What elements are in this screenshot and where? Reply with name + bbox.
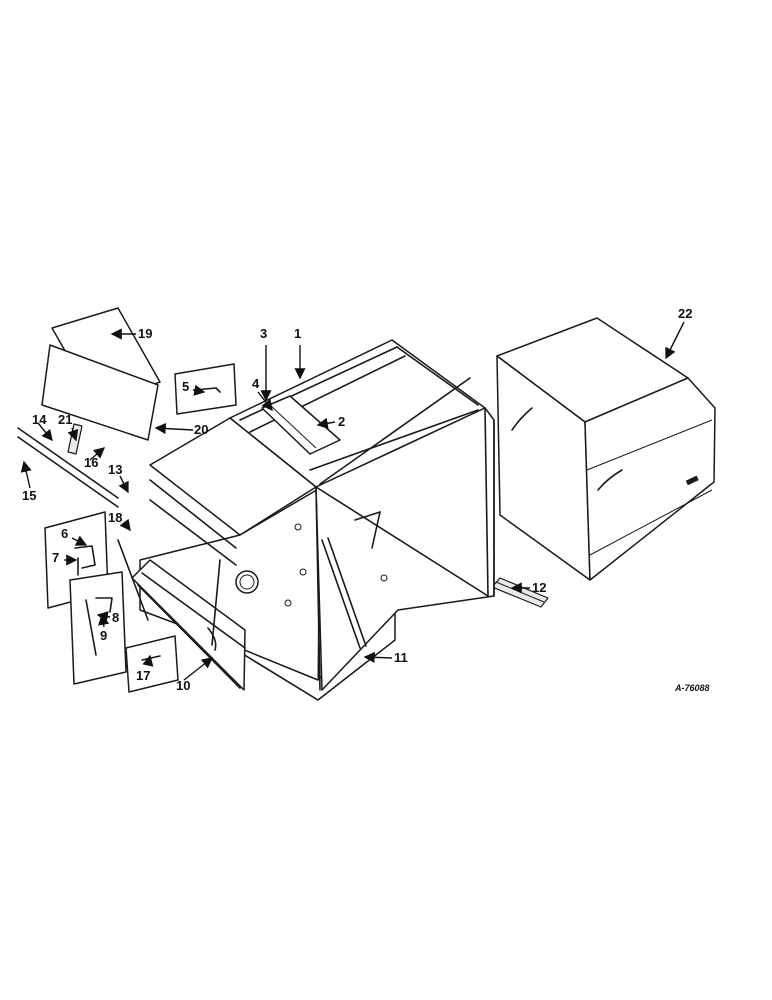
callout-19: 19 [138, 326, 152, 341]
callout-14: 14 [32, 412, 47, 427]
callout-labels: 1 2 3 4 5 6 7 8 9 10 11 12 13 14 15 16 1… [22, 306, 710, 693]
callout-11: 11 [394, 650, 408, 665]
inset-part-17 [125, 635, 179, 693]
callout-17: 17 [136, 668, 150, 683]
callout-1: 1 [294, 326, 301, 341]
callout-12: 12 [532, 580, 546, 595]
callout-21: 21 [58, 412, 72, 427]
main-housing-part-1 [139, 339, 495, 701]
door-frame-part-10 [117, 539, 246, 691]
callout-22: 22 [678, 306, 692, 321]
leader-lines [20, 321, 685, 681]
callout-13: 13 [108, 462, 122, 477]
callout-18: 18 [108, 510, 122, 525]
strut-part-11 [321, 537, 367, 649]
strip-part-14 [17, 427, 119, 508]
callout-9: 9 [100, 628, 107, 643]
callout-16: 16 [84, 455, 98, 470]
inset-part-8-9 [69, 571, 127, 685]
drawing-number: A-76088 [674, 683, 710, 693]
callout-2: 2 [338, 414, 345, 429]
deflector-part-19 [41, 307, 161, 441]
callout-10: 10 [176, 678, 190, 693]
callout-6: 6 [61, 526, 68, 541]
callout-8: 8 [112, 610, 119, 625]
callout-5: 5 [182, 379, 189, 394]
callout-7: 7 [52, 550, 59, 565]
rear-cover-part-22 [496, 317, 716, 581]
callout-4: 4 [252, 376, 260, 391]
callout-3: 3 [260, 326, 267, 341]
inset-part-5 [174, 363, 237, 415]
callout-15: 15 [22, 488, 36, 503]
callout-20: 20 [194, 422, 208, 437]
